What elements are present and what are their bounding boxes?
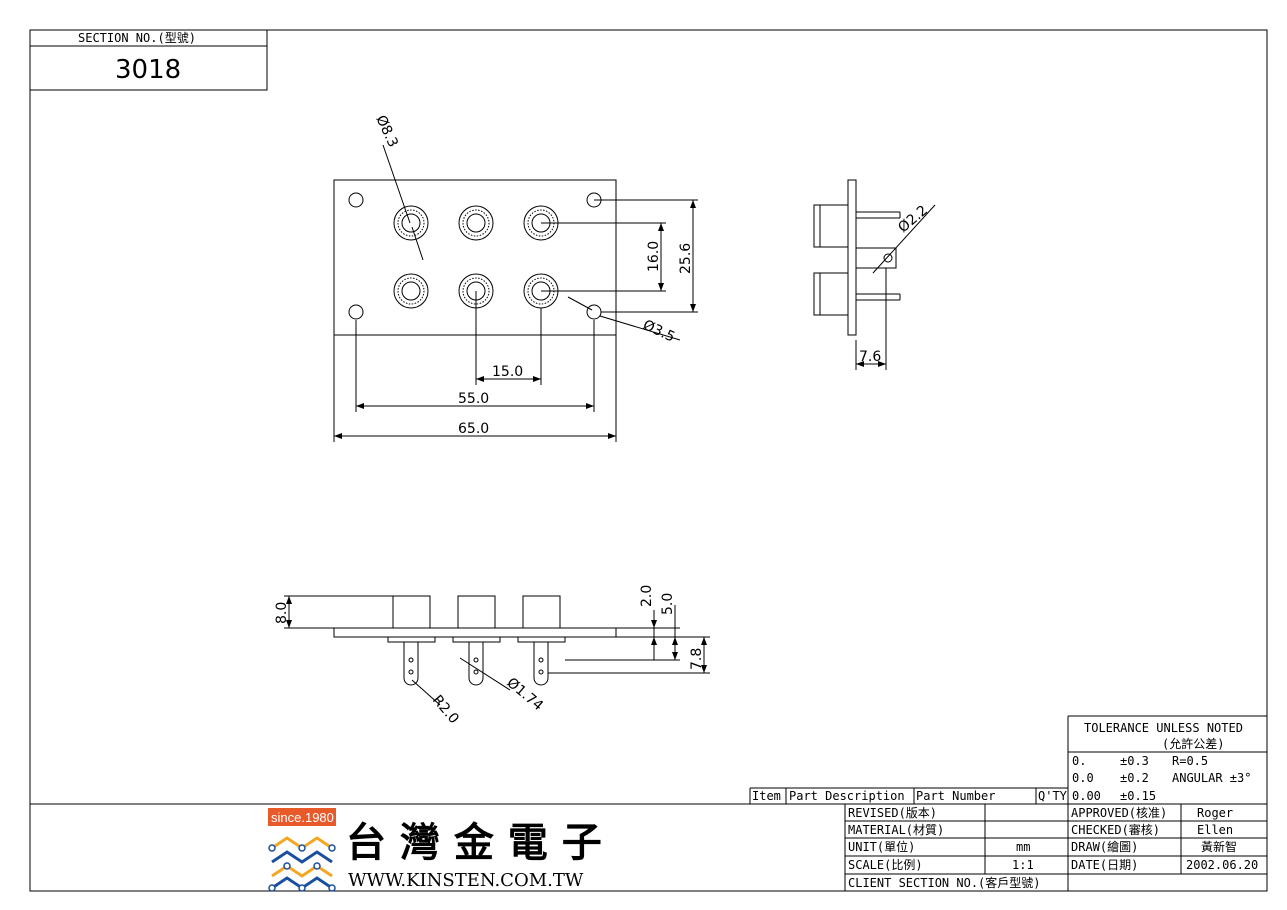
date-value: 2002.06.20 [1186, 858, 1258, 872]
terminal [533, 642, 549, 686]
tol-row2-c: ANGULAR ±3° [1172, 771, 1251, 785]
material-label: MATERIAL(材質) [848, 822, 944, 837]
bom-part: Part Number [916, 789, 995, 803]
front-view [333, 144, 698, 442]
jack-top [392, 595, 431, 629]
tol-row3-a: 0.00 [1072, 789, 1101, 803]
client-label: CLIENT SECTION NO.(客戶型號) [848, 875, 1041, 890]
bom-qty: Q'TY [1038, 789, 1068, 803]
scale-value: 1:1 [1012, 858, 1034, 872]
section-box [29, 29, 268, 91]
dim-d3: 7.8 [689, 648, 705, 670]
checked-value: Ellen [1197, 823, 1233, 837]
dim-d2: 5.0 [660, 593, 676, 615]
dim-jack-diameter: Ø8.3 [372, 113, 401, 150]
jack-top-1 [393, 205, 429, 241]
dim-pitch-h: 15.0 [492, 364, 523, 380]
dim-depth: 7.6 [859, 349, 881, 365]
dim-jack-height: 8.0 [274, 602, 290, 624]
bom-desc: Part Description [789, 789, 905, 803]
terminal [468, 642, 484, 686]
company-url: WWW.KINSTEN.COM.TW [348, 870, 584, 891]
front-arrows [334, 200, 696, 439]
bottom-view [284, 595, 710, 706]
jack-body [813, 204, 849, 248]
company-name: 台 灣 金 電 子 [346, 819, 602, 866]
side-view [813, 179, 936, 370]
tol-row2-a: 0.0 [1072, 771, 1094, 785]
approved-value: Roger [1197, 806, 1233, 820]
dim-hole-span: 55.0 [458, 391, 489, 407]
jack-body [813, 272, 849, 316]
dim-width: 65.0 [458, 421, 489, 437]
jack-top [457, 595, 496, 629]
section-label: SECTION NO.(型號) [78, 31, 196, 45]
dim-pin-diameter: Ø2.2 [895, 202, 931, 236]
tol-row1-b: ±0.3 [1120, 754, 1149, 768]
checked-label: CHECKED(審核) [1071, 822, 1160, 837]
dim-d1: 2.0 [639, 585, 655, 607]
bom-item: Item [752, 789, 781, 803]
dim-pitch-v: 16.0 [646, 241, 662, 272]
mount-hole [348, 192, 364, 208]
revised-label: REVISED(版本) [848, 806, 937, 820]
tol-row1-c: R=0.5 [1172, 754, 1208, 768]
tol-row1-a: 0. [1072, 754, 1086, 768]
dim-hole-diameter: Ø3.5 [640, 317, 677, 346]
mount-hole [348, 304, 364, 320]
tol-row3-b: ±0.15 [1120, 789, 1156, 803]
dim-small-diameter: Ø1.74 [503, 675, 546, 714]
dim-radius: R2.0 [429, 692, 462, 727]
terminal [403, 642, 419, 686]
unit-value: mm [1016, 840, 1030, 854]
jack-top-2 [458, 205, 494, 241]
company-logo: since.1980 台 灣 金 電 子 WWW.KINSTEN.COM.TW [268, 808, 602, 892]
mount-hole [586, 304, 602, 320]
draw-label: DRAW(繪圖) [1071, 839, 1138, 854]
dim-height-v: 25.6 [678, 243, 694, 274]
since-text: since.1980 [271, 810, 334, 825]
draw-value: 黃新智 [1201, 839, 1237, 854]
date-label: DATE(日期) [1071, 858, 1138, 872]
panel-profile [333, 627, 617, 638]
jack-bottom-1 [393, 273, 429, 309]
section-value: 3018 [115, 55, 181, 85]
unit-label: UNIT(單位) [848, 839, 915, 854]
tolerance-title: TOLERANCE UNLESS NOTED [1084, 721, 1243, 735]
since-badge [268, 808, 336, 826]
panel-edge [847, 179, 857, 336]
approved-label: APPROVED(核准) [1071, 806, 1167, 820]
tolerance-subtitle: (允許公差) [1162, 736, 1224, 751]
tol-row2-b: ±0.2 [1120, 771, 1149, 785]
scale-label: SCALE(比例) [848, 858, 923, 872]
jack-top [522, 595, 561, 629]
sheet-border [29, 29, 1268, 892]
panel-outline [333, 179, 617, 336]
